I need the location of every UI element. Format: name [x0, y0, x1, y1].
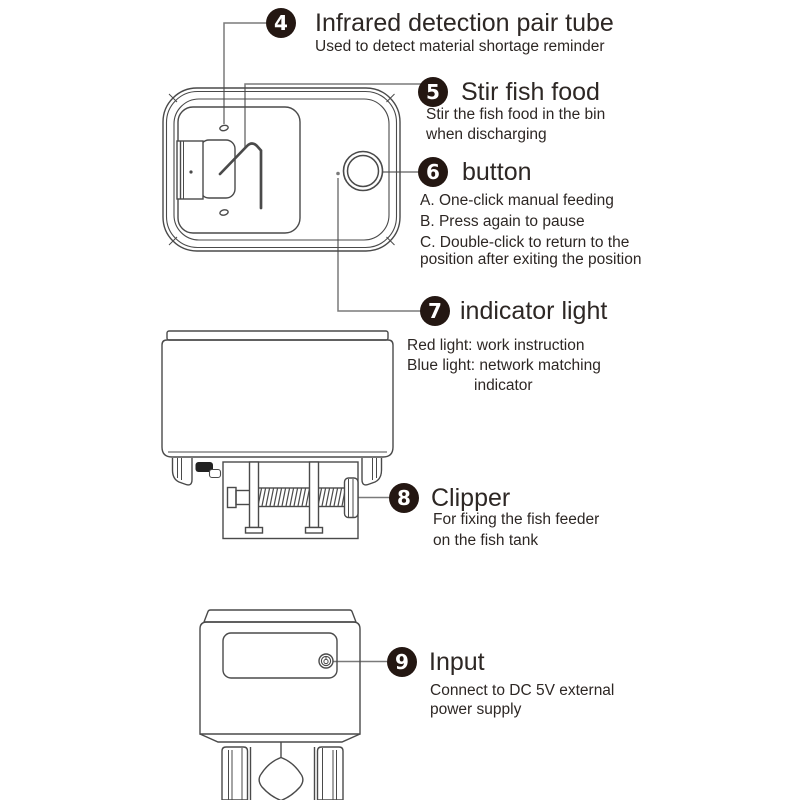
- connector-4: [223, 22, 266, 124]
- feeder-back-view-drawing: [199, 609, 361, 800]
- connector-5: [244, 83, 421, 147]
- ir-tube-hole-bottom: [219, 209, 229, 216]
- ir-tube-hole-top: [219, 124, 229, 132]
- dc-input-port-inner: [320, 655, 332, 667]
- back-body: [199, 621, 361, 735]
- sensor-block: [195, 462, 213, 472]
- back-leg-left: [221, 746, 249, 800]
- screw-end-cap: [226, 486, 237, 509]
- stirrer-rod: [218, 142, 263, 210]
- sensor-tab: [208, 468, 222, 479]
- ir-slot: [176, 140, 204, 200]
- dc-input-port-outer: [318, 653, 334, 669]
- side-lid-strip: [166, 330, 389, 341]
- left-foot: [171, 458, 193, 486]
- clamp-knob: [343, 477, 359, 519]
- back-panel: [222, 632, 338, 679]
- screw-threads: [255, 487, 346, 508]
- back-leg-right: [316, 746, 344, 800]
- feed-button-outer: [342, 150, 384, 192]
- back-body-bevel: [199, 733, 361, 743]
- feeder-side-view-with-clamp-drawing: [161, 330, 394, 540]
- clamp-bar-right: [308, 461, 320, 529]
- side-body: [161, 339, 394, 458]
- right-foot: [361, 458, 383, 486]
- ir-module-housing: [199, 139, 236, 199]
- clamp-plate: [222, 461, 359, 540]
- clamp-bar-left: [248, 461, 260, 529]
- indicator-light-dot: [336, 171, 340, 176]
- callout-connector-lines: [223, 22, 421, 663]
- back-lid: [202, 609, 358, 623]
- feeder-top-view-drawing: [162, 87, 401, 252]
- clamp-knob-back: [258, 756, 304, 800]
- feed-button-inner: [346, 154, 380, 188]
- connector-7: [337, 178, 421, 312]
